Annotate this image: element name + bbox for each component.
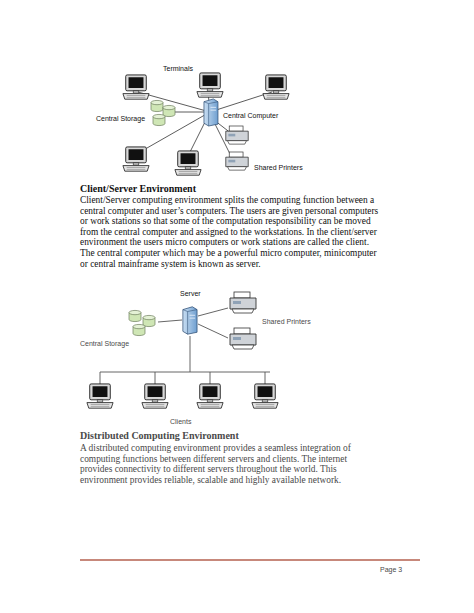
body-paragraph: Client/Server computing environment spli… bbox=[80, 195, 380, 269]
printer-icon bbox=[230, 328, 256, 349]
terminal-icon bbox=[175, 151, 201, 175]
terminal-icon bbox=[197, 73, 223, 97]
storage-disk bbox=[151, 100, 163, 111]
section-heading: Distributed Computing Environment bbox=[80, 430, 239, 441]
footer-rule bbox=[80, 559, 420, 560]
client-icon bbox=[252, 384, 278, 408]
body-paragraph: A distributed computing environment prov… bbox=[80, 443, 380, 485]
storage-disk bbox=[143, 315, 155, 326]
printer-icon bbox=[226, 152, 248, 170]
printer-icon bbox=[230, 292, 256, 313]
storage-disk bbox=[129, 310, 141, 321]
diagram-label: Terminals bbox=[163, 65, 193, 72]
diagram-label: Shared Printers bbox=[254, 164, 303, 171]
storage-disk bbox=[153, 114, 165, 125]
terminal-icon bbox=[123, 75, 149, 99]
client-icon bbox=[87, 384, 113, 408]
terminal-icon bbox=[263, 75, 289, 99]
client-icon bbox=[142, 384, 168, 408]
storage-disk bbox=[163, 105, 175, 116]
diagram-label: Clients bbox=[170, 418, 191, 425]
central-computer-icon bbox=[204, 99, 218, 126]
diagram-label: Server bbox=[180, 290, 201, 297]
client-icon bbox=[197, 384, 223, 408]
diagram-label: Central Computer bbox=[223, 112, 278, 119]
server-icon bbox=[183, 307, 197, 334]
diagram-label: Central Storage bbox=[96, 115, 145, 122]
diagram-label: Central Storage bbox=[80, 340, 129, 347]
section-heading: Client/Server Environment bbox=[80, 183, 196, 194]
terminal-icon bbox=[123, 147, 149, 171]
storage-disk bbox=[133, 324, 145, 335]
page-number: Page 3 bbox=[380, 566, 402, 573]
printer-icon bbox=[226, 126, 248, 144]
star-wires bbox=[138, 92, 272, 158]
diagram-label: Shared Printers bbox=[262, 318, 311, 325]
